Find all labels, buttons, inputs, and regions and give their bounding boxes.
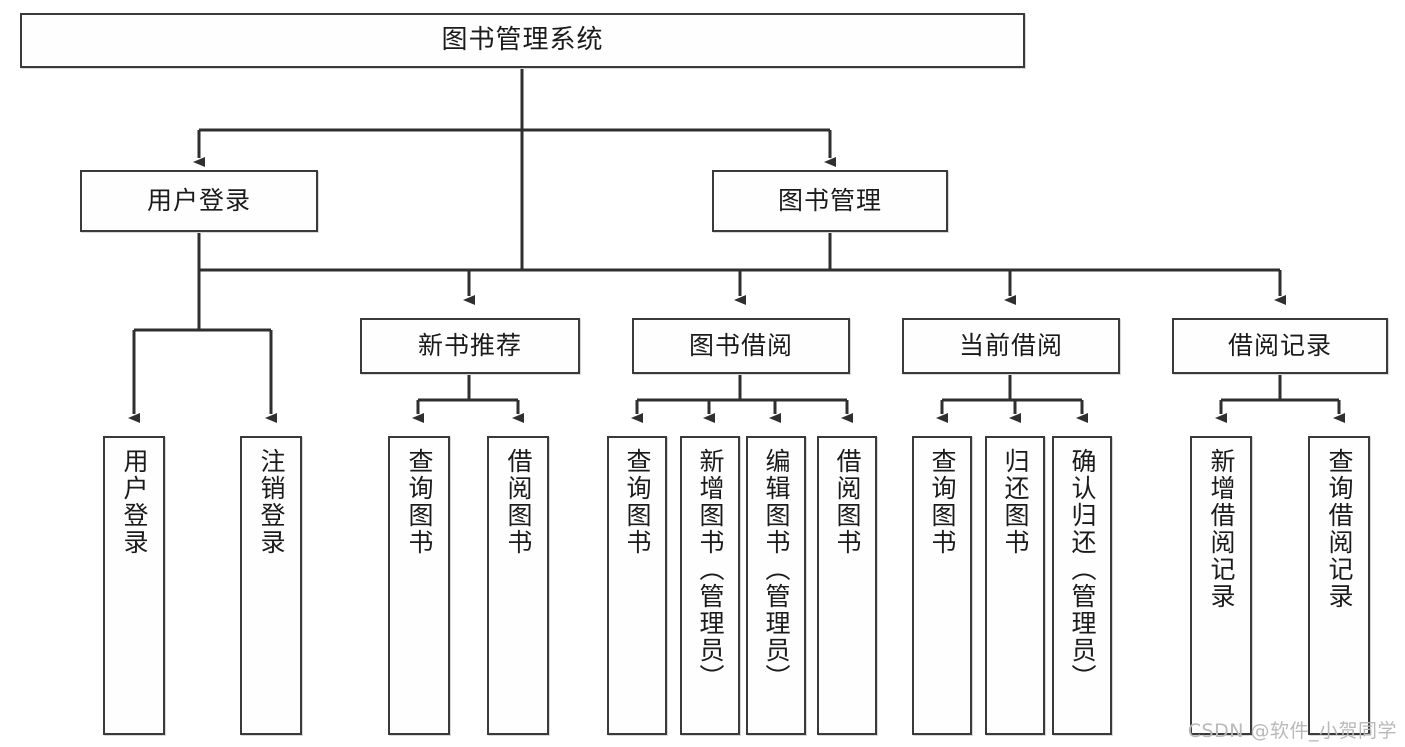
node-leaf-return-book-label: 归还图书: [1001, 448, 1030, 556]
node-book-borrow[interactable]: 图书借阅: [632, 318, 850, 374]
node-leaf-query-book-2[interactable]: 查询图书: [607, 436, 667, 735]
node-leaf-query-book-3[interactable]: 查询图书: [912, 436, 972, 735]
node-leaf-add-record-label: 新增借阅记录: [1207, 448, 1236, 610]
node-leaf-edit-book-label: 编辑图书（管理员）: [762, 448, 791, 691]
node-new-book-recommend[interactable]: 新书推荐: [360, 318, 580, 374]
node-root-label: 图书管理系统: [441, 25, 604, 56]
node-leaf-return-book[interactable]: 归还图书: [985, 436, 1045, 735]
node-leaf-query-book-1[interactable]: 查询图书: [388, 436, 450, 735]
node-leaf-borrow-book-1[interactable]: 借阅图书: [487, 436, 549, 735]
node-book-borrow-label: 图书借阅: [688, 331, 793, 361]
node-current-borrow[interactable]: 当前借阅: [902, 318, 1120, 374]
node-leaf-confirm-return[interactable]: 确认归还（管理员）: [1052, 436, 1112, 735]
node-leaf-borrow-book-2-label: 借阅图书: [833, 448, 862, 556]
node-leaf-logout-login[interactable]: 注销登录: [240, 436, 302, 735]
node-leaf-query-book-2-label: 查询图书: [623, 448, 652, 556]
node-leaf-add-book[interactable]: 新增图书（管理员）: [680, 436, 740, 735]
node-leaf-query-record[interactable]: 查询借阅记录: [1308, 436, 1370, 735]
node-book-manage-label: 图书管理: [777, 186, 882, 216]
node-leaf-add-book-label: 新增图书（管理员）: [696, 448, 725, 691]
node-user-login[interactable]: 用户登录: [80, 170, 318, 232]
node-current-borrow-label: 当前借阅: [958, 331, 1063, 361]
node-borrow-record-label: 借阅记录: [1227, 331, 1332, 361]
node-leaf-query-book-3-label: 查询图书: [928, 448, 957, 556]
node-user-login-label: 用户登录: [146, 186, 251, 216]
node-leaf-edit-book[interactable]: 编辑图书（管理员）: [746, 436, 806, 735]
node-leaf-query-book-1-label: 查询图书: [405, 448, 434, 556]
node-leaf-query-record-label: 查询借阅记录: [1325, 448, 1354, 610]
node-leaf-confirm-return-label: 确认归还（管理员）: [1068, 448, 1097, 691]
node-leaf-user-login-label: 用户登录: [120, 448, 149, 556]
node-leaf-borrow-book-2[interactable]: 借阅图书: [817, 436, 877, 735]
node-leaf-logout-login-label: 注销登录: [257, 448, 286, 556]
watermark-text: CSDN @软件_小贺同学: [1187, 720, 1397, 742]
node-new-book-recommend-label: 新书推荐: [417, 331, 522, 361]
node-book-manage[interactable]: 图书管理: [712, 170, 948, 232]
node-leaf-user-login[interactable]: 用户登录: [103, 436, 165, 735]
node-root-book-management-system[interactable]: 图书管理系统: [20, 13, 1025, 68]
node-leaf-add-record[interactable]: 新增借阅记录: [1190, 436, 1252, 735]
node-leaf-borrow-book-1-label: 借阅图书: [504, 448, 533, 556]
node-borrow-record[interactable]: 借阅记录: [1172, 318, 1388, 374]
